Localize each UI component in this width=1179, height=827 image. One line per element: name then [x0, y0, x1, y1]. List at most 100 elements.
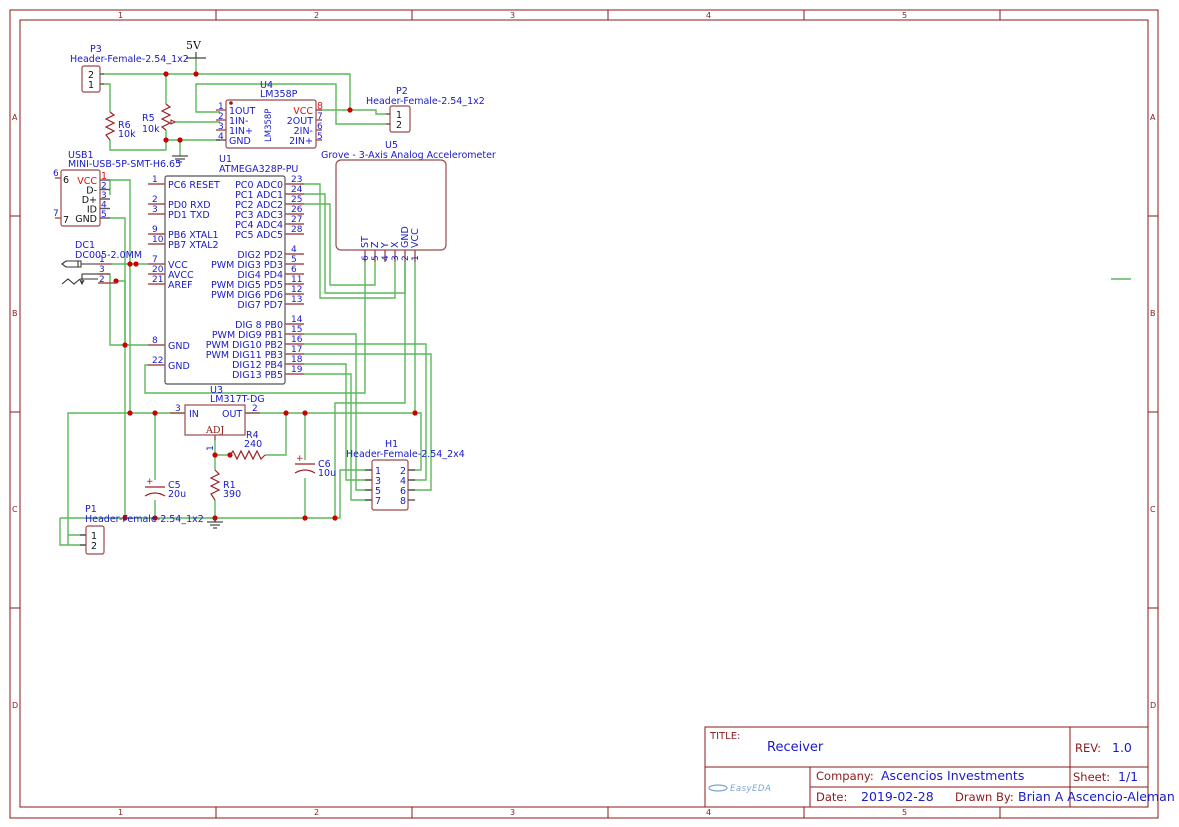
- u3-adj-label: ADJ: [205, 425, 224, 436]
- column-marker-top: 5: [902, 11, 907, 20]
- dc1-ref: DC1: [75, 240, 95, 251]
- p1-pin-1: 1: [91, 531, 97, 542]
- u4-pin-num: 6: [317, 122, 323, 132]
- usb1-pin-name: VCC: [77, 176, 97, 187]
- usb1-pin-name: ID: [87, 205, 97, 216]
- u1-pin-name: PB6 XTAL1: [168, 230, 219, 241]
- u4-value: LM358P: [260, 89, 298, 100]
- h1-pin-right: 8: [400, 496, 406, 507]
- usb1-pin-num: 4: [101, 201, 107, 211]
- u1-pin-num: 15: [291, 325, 302, 335]
- p3-ref: P3: [90, 44, 102, 55]
- capacitor-c6[interactable]: + C6 10u: [294, 454, 336, 479]
- u4-pin-name: 2IN-: [294, 126, 313, 137]
- u1-pin-name: PC2 ADC2: [235, 200, 283, 211]
- u1-pin-name: PB7 XTAL2: [168, 240, 219, 251]
- u1-pin-num: 28: [291, 225, 303, 235]
- u1-pin-name: AVCC: [168, 270, 194, 281]
- u1-pin-name: PD1 TXD: [168, 210, 210, 221]
- usb1-pin-7-num: 7: [53, 209, 59, 219]
- u1-pin-name: PWM DIG6 PD6: [211, 290, 283, 301]
- usb1-pin-num: 2: [101, 182, 107, 192]
- u3-in-label: IN: [189, 409, 199, 420]
- accelerometer-u5[interactable]: U5 Grove - 3-Axis Analog Accelerometer 6…: [321, 140, 496, 262]
- u1-pin-num: 9: [152, 225, 158, 235]
- u5-pin-name: ST: [360, 236, 371, 248]
- u1-pin-num: 14: [291, 315, 303, 325]
- potentiometer-r5[interactable]: R5 10k: [142, 103, 176, 135]
- dc-jack-dc1[interactable]: DC1 DC005-2.0MM 1 3 2: [61, 240, 142, 286]
- header-p3[interactable]: P3 Header-Female-2.54_1x2 2 1: [70, 44, 189, 93]
- dc1-value: DC005-2.0MM: [75, 250, 142, 261]
- u1-pin-name: VCC: [168, 260, 188, 271]
- column-marker-bottom: 2: [314, 808, 319, 817]
- u1-pin-name: GND: [168, 341, 190, 352]
- h1-value: Header-Female-2.54_2x4: [346, 449, 465, 460]
- company-label: Company:: [816, 769, 874, 783]
- header-p2[interactable]: P2 Header-Female-2.54_1x2 1 2: [366, 86, 485, 133]
- r5-ref: R5: [142, 113, 155, 124]
- column-marker-top: 4: [706, 11, 711, 20]
- dc1-pin-1: 1: [99, 255, 105, 265]
- u1-pin-num: 25: [291, 195, 302, 205]
- p2-ref: P2: [396, 86, 408, 97]
- u1-pin-name: DIG7 PD7: [237, 300, 283, 311]
- header-p1[interactable]: P1 Header-Female-2.54_1x2 1 2: [80, 504, 204, 555]
- vcc-5v-symbol: 5V: [186, 39, 206, 59]
- u1-pin-num: 8: [152, 336, 158, 346]
- u1-pin-name: AREF: [168, 280, 193, 291]
- r1-value: 390: [223, 489, 241, 500]
- drawn-by-value: Brian A Ascencio-Aleman: [1018, 789, 1175, 804]
- row-marker-right: B: [1150, 309, 1156, 318]
- sheet-label: Sheet:: [1073, 770, 1110, 784]
- u1-pin-name: PC3 ADC3: [235, 210, 283, 221]
- u4-pin-name: 1OUT: [229, 106, 255, 117]
- u1-pin-name: PC5 ADC5: [235, 230, 283, 241]
- c5-value: 20u: [168, 489, 186, 500]
- u1-pin-num: 16: [291, 335, 303, 345]
- u4-pin-num: 5: [317, 132, 323, 142]
- u3-pin-out-num: 2: [252, 404, 258, 414]
- c5-polarity: +: [146, 477, 154, 487]
- date-label: Date:: [816, 790, 847, 804]
- p3-pin-2: 2: [88, 70, 94, 81]
- dc1-pin-3: 3: [99, 265, 105, 275]
- rev-value: 1.0: [1112, 740, 1132, 755]
- easyeda-logo: EasyEDA: [708, 784, 771, 794]
- p2-pin-2: 2: [396, 120, 402, 131]
- u4-pin-name: 1IN-: [229, 116, 248, 127]
- resistor-r6[interactable]: R6 10k: [104, 111, 136, 141]
- u3-ref: U3: [210, 385, 223, 396]
- u1-pin-name: PWM DIG5 PD5: [211, 280, 283, 291]
- u4-pin-num: 8: [317, 101, 323, 112]
- usb1-pin-num: 3: [101, 191, 107, 201]
- u1-pin-num: 6: [291, 265, 297, 275]
- row-marker-left: D: [12, 701, 18, 710]
- u1-pin-name: PC6 RESET: [168, 180, 220, 191]
- regulator-u3[interactable]: U3 LM317T-DG 3 2 IN OUT ADJ 1: [170, 385, 265, 451]
- resistor-r1[interactable]: R1 390: [209, 469, 241, 501]
- u1-pin-name: PC1 ADC1: [235, 190, 283, 201]
- u1-pin-name: PC0 ADC0: [235, 180, 283, 191]
- u5-pin-num: 6: [361, 255, 371, 261]
- resistor-r4[interactable]: R4 240: [229, 430, 266, 461]
- r4-ref: R4: [246, 430, 259, 441]
- usb1-pin-num: 1: [101, 171, 107, 182]
- u1-pin-num: 26: [291, 205, 303, 215]
- h1-pin-right: 6: [400, 486, 406, 497]
- p3-pin-1: 1: [88, 80, 94, 91]
- u1-pin-num: 27: [291, 215, 302, 225]
- u5-pin-num: 2: [401, 255, 411, 261]
- u3-pin-in-num: 3: [175, 404, 181, 414]
- usb1-pin-6-label: 6: [63, 175, 69, 186]
- capacitor-c5[interactable]: + C5 20u: [144, 477, 186, 500]
- c5-ref: C5: [168, 480, 181, 491]
- easyeda-logo-text: EasyEDA: [730, 784, 771, 794]
- r6-value: 10k: [118, 129, 136, 140]
- row-marker-left: B: [12, 309, 18, 318]
- column-marker-top: 3: [510, 11, 515, 20]
